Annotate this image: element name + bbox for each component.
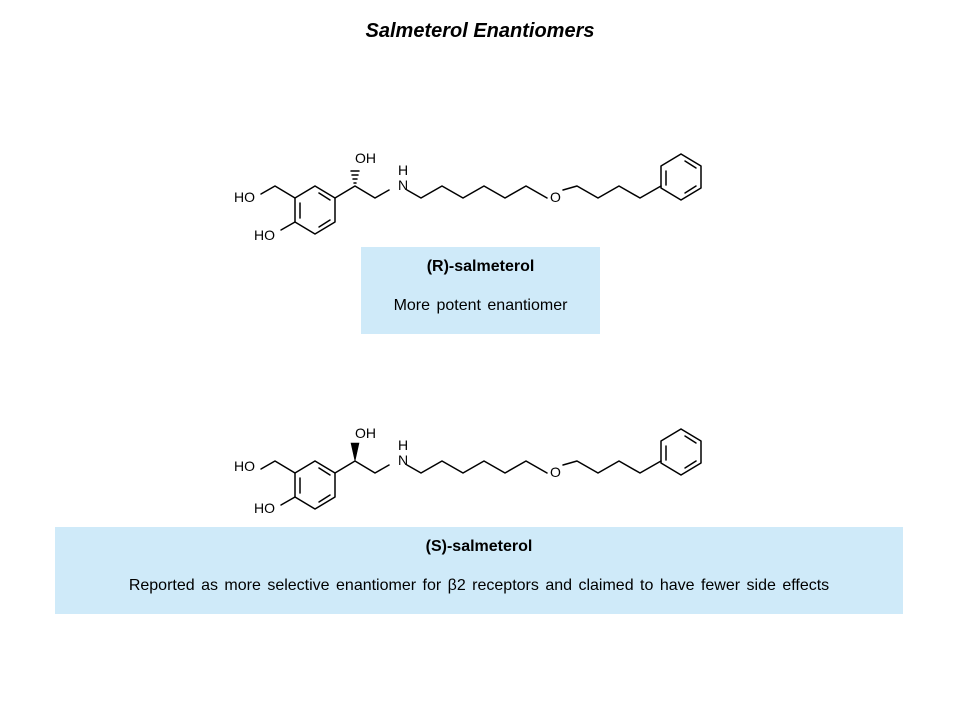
label-oh: OH <box>355 150 376 166</box>
slide-title: Salmeterol Enantiomers <box>365 20 595 42</box>
s-salmeterol-caption: (S)-salmeterol Reported as more selectiv… <box>55 527 903 614</box>
label-ho-top: HO <box>234 458 255 474</box>
r-salmeterol-description: More potent enantiomer <box>393 297 568 314</box>
label-ether-o: O <box>550 189 561 205</box>
skeleton-bonds <box>260 428 702 510</box>
label-nh-n: N <box>398 452 408 468</box>
s-salmeterol-description: Reported as more selective enantiomer fo… <box>128 577 830 594</box>
r-salmeterol-caption: (R)-salmeterol More potent enantiomer <box>361 247 600 334</box>
stereo-solid-wedge <box>350 442 360 462</box>
skeleton-bonds <box>260 153 702 235</box>
label-ho-bottom: HO <box>254 227 275 243</box>
s-salmeterol-structure: HO HO OH H N O <box>234 425 702 516</box>
r-salmeterol-name: (R)-salmeterol <box>426 258 535 275</box>
label-oh: OH <box>355 425 376 441</box>
r-salmeterol-structure: HO HO OH H N O <box>234 150 702 243</box>
label-nh-h: H <box>398 437 408 453</box>
label-ho-bottom: HO <box>254 500 275 516</box>
label-nh-h: H <box>398 162 408 178</box>
label-nh-n: N <box>398 177 408 193</box>
s-salmeterol-name: (S)-salmeterol <box>425 538 533 555</box>
label-ether-o: O <box>550 464 561 480</box>
label-ho-top: HO <box>234 189 255 205</box>
stereo-hashed-wedge <box>350 170 360 184</box>
